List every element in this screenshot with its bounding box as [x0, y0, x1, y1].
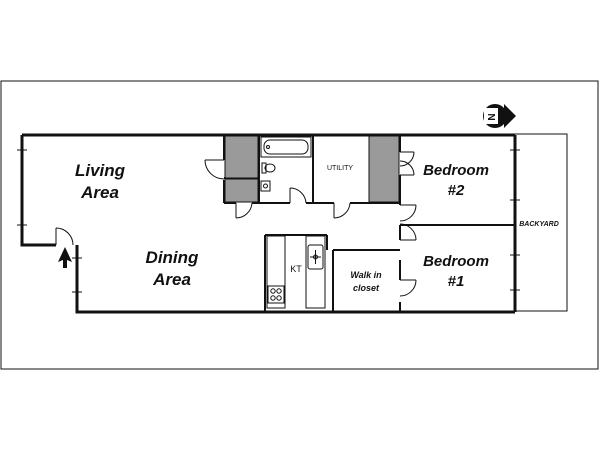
utility-label: UTILITY [327, 165, 353, 172]
kitchen-counter [266, 235, 326, 309]
entrance-arrow-icon [58, 247, 72, 268]
bedroom1-label-line2: #1 [448, 273, 465, 290]
frame-border [0, 80, 599, 370]
toilet [261, 162, 276, 174]
living-label-line1: Living [75, 161, 126, 180]
doors [55, 151, 417, 297]
bathroom-sink [260, 180, 271, 192]
bedroom2-label-line2: #2 [448, 182, 465, 199]
backyard-area: BACKYARD [515, 133, 568, 312]
north-label: N [487, 113, 498, 120]
bedroom1-label-line1: Bedroom [423, 253, 489, 270]
stove [267, 285, 285, 304]
bedroom2-label-line1: Bedroom [423, 162, 489, 179]
window-marks [17, 149, 520, 293]
closets [224, 135, 400, 203]
backyard-label: BACKYARD [519, 221, 559, 228]
kitchen-label: KT [290, 264, 302, 274]
dining-label-line1: Dining [146, 248, 199, 267]
bathtub [260, 136, 312, 158]
dining-label-line2: Area [152, 270, 191, 289]
kitchen-sink [307, 244, 324, 270]
exterior-walls [20, 133, 517, 314]
north-arrow-icon: N [483, 104, 516, 128]
walkin-label-line2: closet [353, 283, 380, 293]
living-label-line2: Area [80, 183, 119, 202]
walkin-label-line1: Walk in [350, 270, 382, 280]
